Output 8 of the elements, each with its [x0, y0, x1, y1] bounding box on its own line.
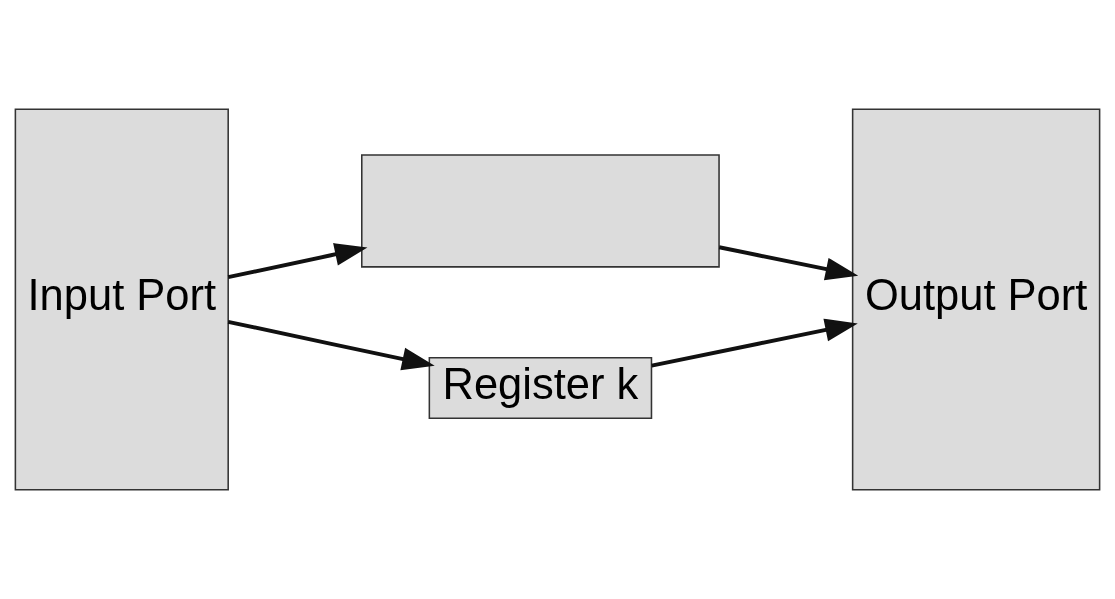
- arrow: [227, 319, 435, 371]
- arrow: [718, 245, 859, 281]
- arrow: [227, 243, 368, 280]
- node-box: [361, 154, 720, 268]
- arrow: [651, 318, 858, 368]
- node-box: Output Port: [851, 108, 1101, 491]
- node-box: Register k: [428, 356, 653, 420]
- node-box: Input Port: [14, 108, 229, 491]
